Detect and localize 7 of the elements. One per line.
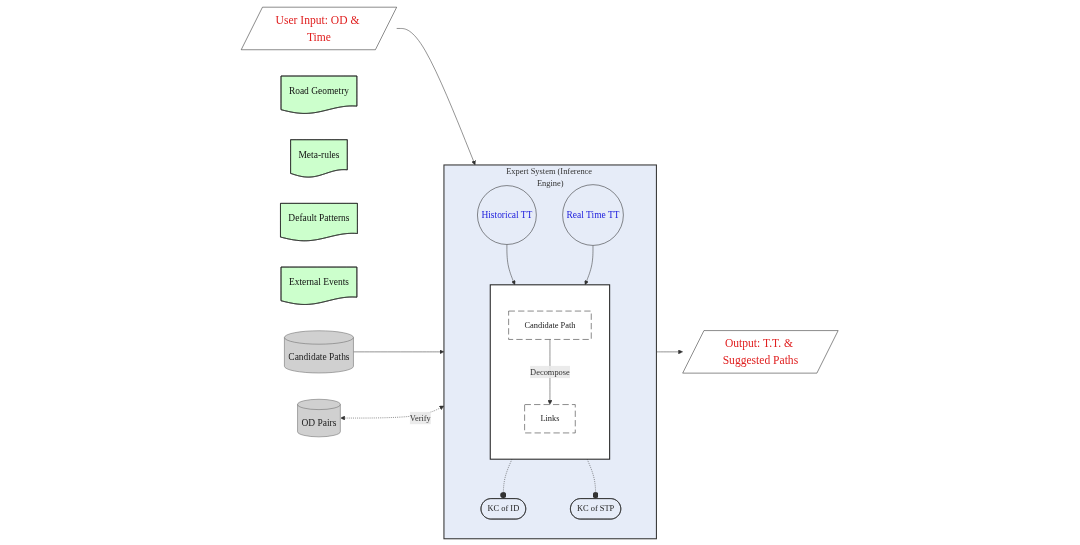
node-box: Candidate Path (508, 310, 592, 340)
edge-label: Decompose (530, 366, 571, 376)
node-circle: Historical TT (477, 184, 537, 245)
node-box: Links (524, 403, 576, 433)
cluster (490, 283, 611, 460)
edge-label: Verify (410, 412, 432, 422)
node-circle: Real Time TT (562, 183, 624, 246)
